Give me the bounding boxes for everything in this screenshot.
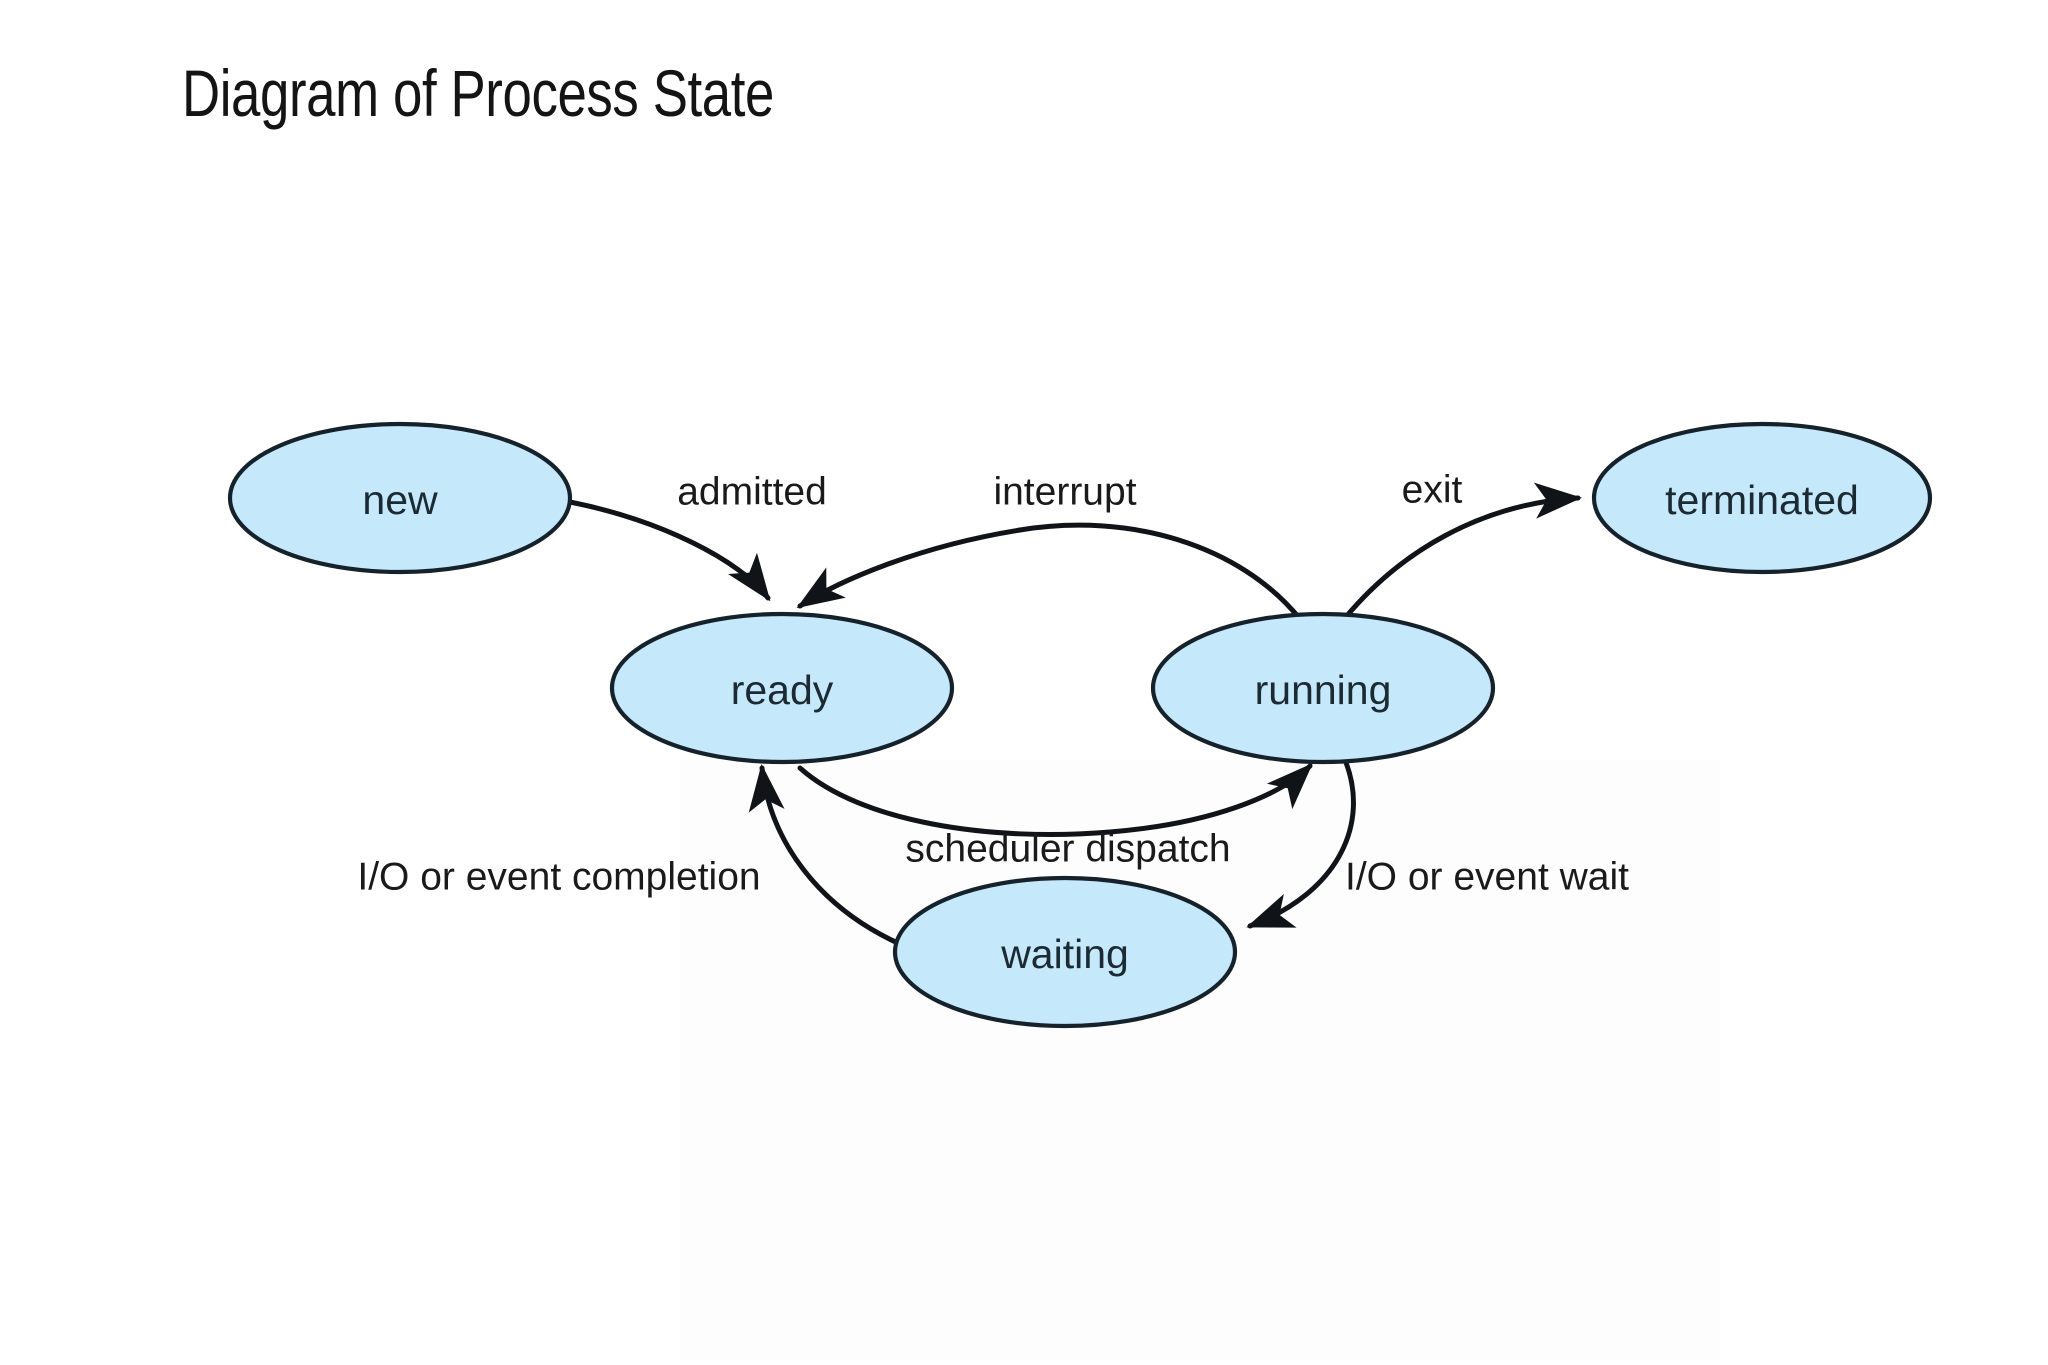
- slide-background-panel: [680, 760, 1720, 1360]
- state-label-new: new: [362, 477, 438, 523]
- edge-path-interrupt: [796, 522, 1303, 622]
- state-label-waiting: waiting: [1000, 931, 1129, 977]
- state-node-new[interactable]: new: [227, 421, 573, 575]
- edge-path-io-event-completion: [748, 764, 903, 947]
- edge-label-io-event-wait: I/O or event wait: [1345, 856, 1629, 899]
- state-node-terminated[interactable]: terminated: [1591, 421, 1933, 575]
- state-label-ready: ready: [731, 667, 834, 713]
- edge-label-scheduler-dispatch: scheduler dispatch: [905, 828, 1230, 871]
- edge-waiting-to-ready: I/O or event completion: [357, 764, 903, 947]
- edge-running-to-ready: interrupt: [796, 471, 1303, 622]
- state-ellipse-running[interactable]: [1150, 611, 1496, 765]
- state-node-waiting[interactable]: waiting: [892, 875, 1238, 1029]
- edge-path-scheduler-dispatch: [797, 763, 1313, 837]
- edge-label-admitted: admitted: [677, 471, 827, 514]
- state-ellipse-waiting[interactable]: [892, 875, 1238, 1029]
- edge-path-admitted: [567, 499, 771, 602]
- edge-running-to-waiting: I/O or event wait: [1246, 757, 1629, 929]
- state-label-running: running: [1255, 667, 1392, 713]
- edge-label-io-event-completion: I/O or event completion: [357, 856, 760, 899]
- state-node-running[interactable]: running: [1150, 611, 1496, 765]
- state-label-terminated: terminated: [1665, 477, 1859, 523]
- edge-label-exit: exit: [1402, 469, 1463, 512]
- edge-running-to-terminated: exit: [1342, 469, 1582, 621]
- state-ellipse-ready[interactable]: [609, 611, 955, 765]
- state-ellipse-new[interactable]: [227, 421, 573, 575]
- state-ellipse-terminated[interactable]: [1591, 421, 1933, 575]
- page-title: Diagram of Process State: [182, 56, 774, 130]
- edge-path-io-event-wait: [1246, 757, 1356, 929]
- state-node-ready[interactable]: ready: [609, 611, 955, 765]
- edge-label-interrupt: interrupt: [993, 471, 1136, 514]
- edge-ready-to-running: scheduler dispatch: [797, 763, 1313, 871]
- edge-path-exit: [1342, 482, 1582, 621]
- edge-new-to-ready: admitted: [567, 471, 827, 602]
